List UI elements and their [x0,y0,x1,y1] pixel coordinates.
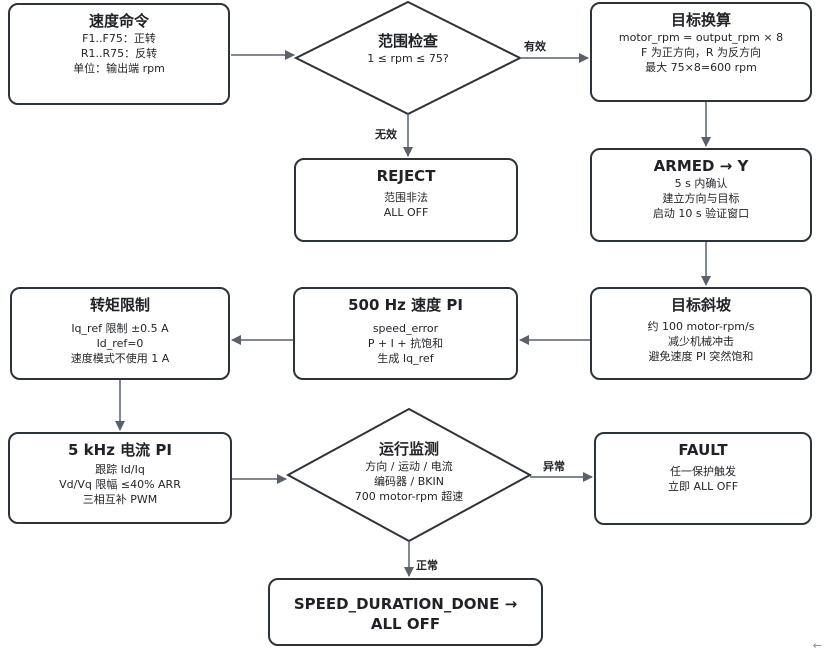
node-title: REJECT [376,167,436,185]
node-line: 速度模式不使用 1 A [70,352,170,365]
node-title: 范围检查 [377,32,438,50]
node-title: ARMED → Y [653,157,749,175]
node-title: 速度命令 [88,12,149,30]
node-line: 700 motor-rpm 超速 [354,490,464,503]
node-title: 5 kHz 电流 PI [68,441,172,459]
node-line: 避免速度 PI 突然饱和 [648,350,754,363]
torque-limit-node: 转矩限制 Iq_ref 限制 ±0.5 A Id_ref=0 速度模式不使用 1… [10,287,230,380]
node-title: 目标斜坡 [670,296,731,314]
node-line: ALL OFF [383,206,429,219]
scroll-arrow-icon: ← [812,639,822,652]
edge-label-invalid: 无效 [375,128,397,141]
node-line: 1 ≤ rpm ≤ 75? [367,52,449,65]
speed-command-node: 速度命令 F1..F75：正转 R1..R75：反转 单位：输出端 rpm [8,3,230,105]
node-line: 三相互补 PWM [82,493,158,506]
node-line: 启动 10 s 验证窗口 [652,207,750,220]
node-line: Iq_ref 限制 ±0.5 A [71,322,169,335]
node-line: R1..R75：反转 [80,47,158,60]
node-title: 500 Hz 速度 PI [348,296,463,314]
reject-node: REJECT 范围非法 ALL OFF [294,158,518,242]
edge-label-valid: 有效 [524,40,546,53]
node-line: 单位：输出端 rpm [73,62,165,75]
node-line: 范围非法 [384,191,428,204]
node-line: 立即 ALL OFF [667,480,739,493]
node-line: F1..F75：正转 [82,32,156,45]
node-line: ALL OFF [370,615,441,633]
node-line: speed_error [372,322,439,335]
node-line: P + I + 抗饱和 [367,337,444,350]
node-line: motor_rpm = output_rpm × 8 [618,31,784,44]
node-line: 约 100 motor-rpm/s [647,320,755,333]
node-line: 方向 / 运动 / 电流 [365,460,453,473]
speed-duration-done-node: SPEED_DURATION_DONE → ALL OFF [268,578,543,646]
node-line: 跟踪 Id/Iq [95,463,145,476]
range-check-text: 范围检查 1 ≤ rpm ≤ 75? [330,31,486,66]
node-title: 运行监测 [378,440,439,458]
fault-node: FAULT 任一保护触发 立即 ALL OFF [594,432,812,525]
node-line: Vd/Vq 限幅 ≤40% ARR [59,478,181,491]
node-line: 最大 75×8=600 rpm [645,61,757,74]
armed-node: ARMED → Y 5 s 内确认 建立方向与目标 启动 10 s 验证窗口 [590,148,812,242]
current-pi-node: 5 kHz 电流 PI 跟踪 Id/Iq Vd/Vq 限幅 ≤40% ARR 三… [8,432,232,524]
node-title: 转矩限制 [89,296,150,314]
node-line: 减少机械冲击 [668,335,734,348]
edge-label-normal: 正常 [416,559,438,572]
speed-pi-node: 500 Hz 速度 PI speed_error P + I + 抗饱和 生成 … [293,287,518,380]
node-title: 目标换算 [670,11,731,29]
node-line: 编码器 / BKIN [374,475,444,488]
edge-label-abnormal: 异常 [543,460,565,473]
node-line: 5 s 内确认 [674,177,728,190]
node-title: FAULT [678,441,728,459]
node-line: F 为正方向，R 为反方向 [641,46,761,59]
node-line: 任一保护触发 [670,465,736,478]
node-line: 生成 Iq_ref [377,352,434,365]
node-title: SPEED_DURATION_DONE → [293,595,518,613]
target-conversion-node: 目标换算 motor_rpm = output_rpm × 8 F 为正方向，R… [590,2,812,102]
node-line: 建立方向与目标 [662,192,740,205]
target-ramp-node: 目标斜坡 约 100 motor-rpm/s 减少机械冲击 避免速度 PI 突然… [590,287,812,380]
node-line: Id_ref=0 [96,337,144,350]
monitor-text: 运行监测 方向 / 运动 / 电流 编码器 / BKIN 700 motor-r… [324,439,494,504]
